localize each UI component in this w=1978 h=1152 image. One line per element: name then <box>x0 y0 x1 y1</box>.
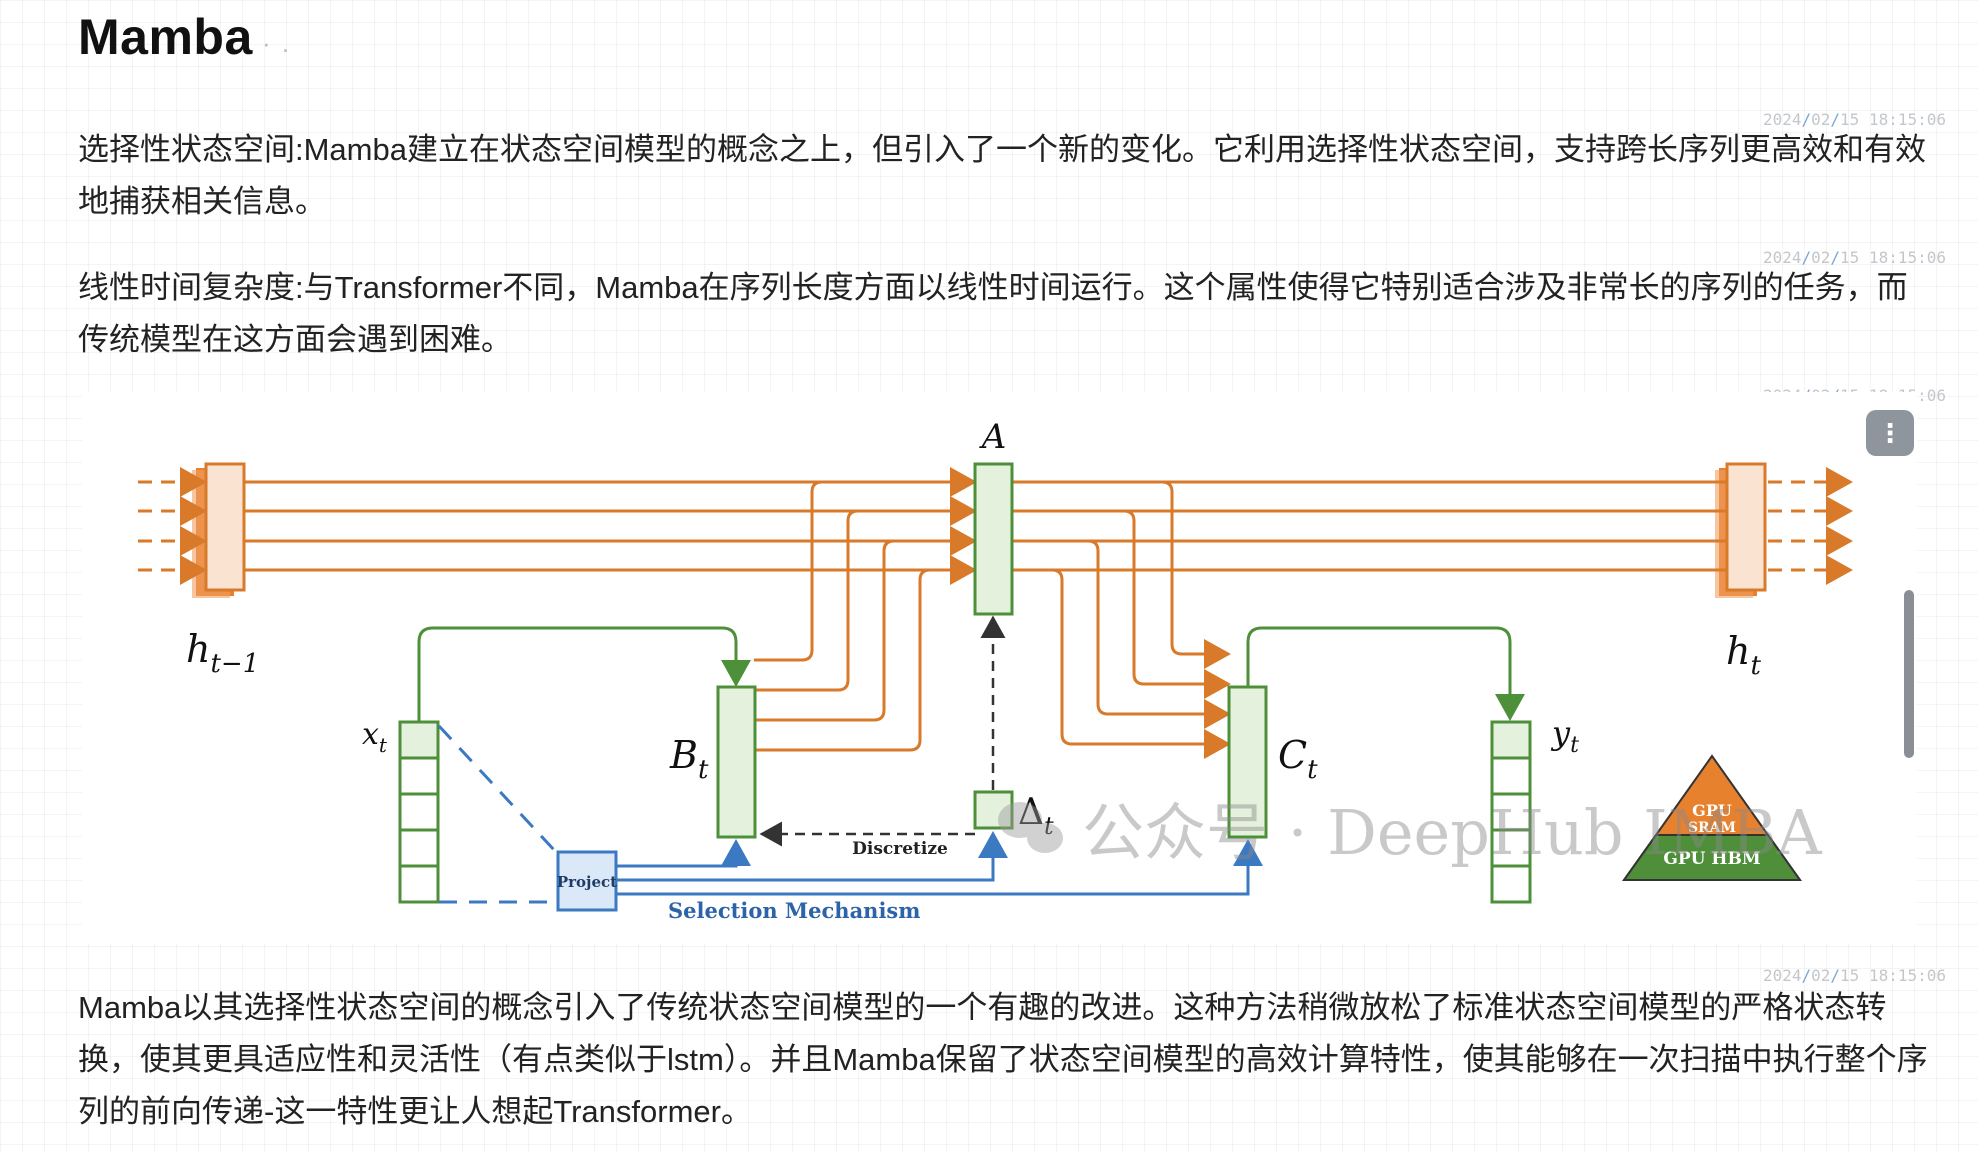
wechat-icon <box>998 802 1063 853</box>
figure-scrollbar[interactable] <box>1904 590 1914 758</box>
b-matrix-block <box>716 685 757 839</box>
label-delta: Δt <box>1018 792 1054 840</box>
page-title: Mamba <box>78 9 253 65</box>
a-matrix-block <box>973 462 1014 616</box>
timestamp: 2024/02/15 18:15:06 <box>1762 966 1946 985</box>
label-discretize: Discretize <box>852 839 948 859</box>
b-to-a-lines <box>754 467 977 752</box>
label-a: A <box>979 417 1007 457</box>
x-t-vector <box>398 720 440 904</box>
timestamp: 2024/02/15 18:15:06 <box>1762 248 1946 267</box>
timestamp: 2024/02/15 18:15:06 <box>1762 110 1946 129</box>
paragraph-improvement: Mamba以其选择性状态空间的概念引入了传统状态空间模型的一个有趣的改进。这种方… <box>78 990 1928 1129</box>
delta-block <box>973 790 1014 830</box>
title-dots: · . <box>262 28 292 58</box>
svg-text:GPU HBM: GPU HBM <box>1663 849 1760 869</box>
svg-text:GPU: GPU <box>1692 801 1732 820</box>
project-box <box>556 850 618 912</box>
label-c-t: Ct <box>1278 733 1318 785</box>
a-to-c-lines <box>1012 480 1231 759</box>
gpu-pyramid: GPU SRAM GPU HBM <box>1622 754 1802 881</box>
input-dashes <box>138 467 207 585</box>
label-h-t: ht <box>1726 629 1761 681</box>
label-project: Project <box>557 873 617 891</box>
selection-arrows <box>616 831 1263 896</box>
proj-dashed-upper <box>437 724 558 854</box>
c-to-y-arrow <box>1246 626 1525 721</box>
svg-text:公众号 · DeepHub IMBA: 公众号 · DeepHub IMBA <box>1082 796 1823 869</box>
y-t-vector <box>1490 720 1532 904</box>
output-dashes <box>1768 467 1853 585</box>
label-selection-mechanism: Selection Mechanism <box>668 898 920 923</box>
more-options-icon[interactable]: ⋮ <box>1866 410 1914 456</box>
label-x-t: xt <box>362 717 388 757</box>
paragraph-selective: 选择性状态空间:Mamba建立在状态空间模型的概念之上，但引入了一个新的变化。它… <box>78 132 1926 219</box>
c-matrix-block <box>1227 685 1268 839</box>
svg-text:SRAM: SRAM <box>1688 820 1736 836</box>
paragraph-linear-time: 线性时间复杂度:与Transformer不同，Mamba在序列长度方面以线性时间… <box>78 270 1908 357</box>
label-h-prev: ht−1 <box>186 627 259 679</box>
label-y-t: yt <box>1550 714 1579 758</box>
mamba-diagram: A ht−1 ht xt Bt Ct yt Δt Discretiz <box>82 392 1917 944</box>
x-to-b-arrow <box>417 626 751 722</box>
label-b-t: Bt <box>669 733 709 785</box>
diagram-svg: A ht−1 ht xt Bt Ct yt Δt Discretiz <box>138 417 1853 923</box>
watermark: 公众号 · DeepHub IMBA <box>998 796 1823 869</box>
h-prev-block <box>192 462 246 598</box>
h-t-block <box>1715 462 1767 598</box>
